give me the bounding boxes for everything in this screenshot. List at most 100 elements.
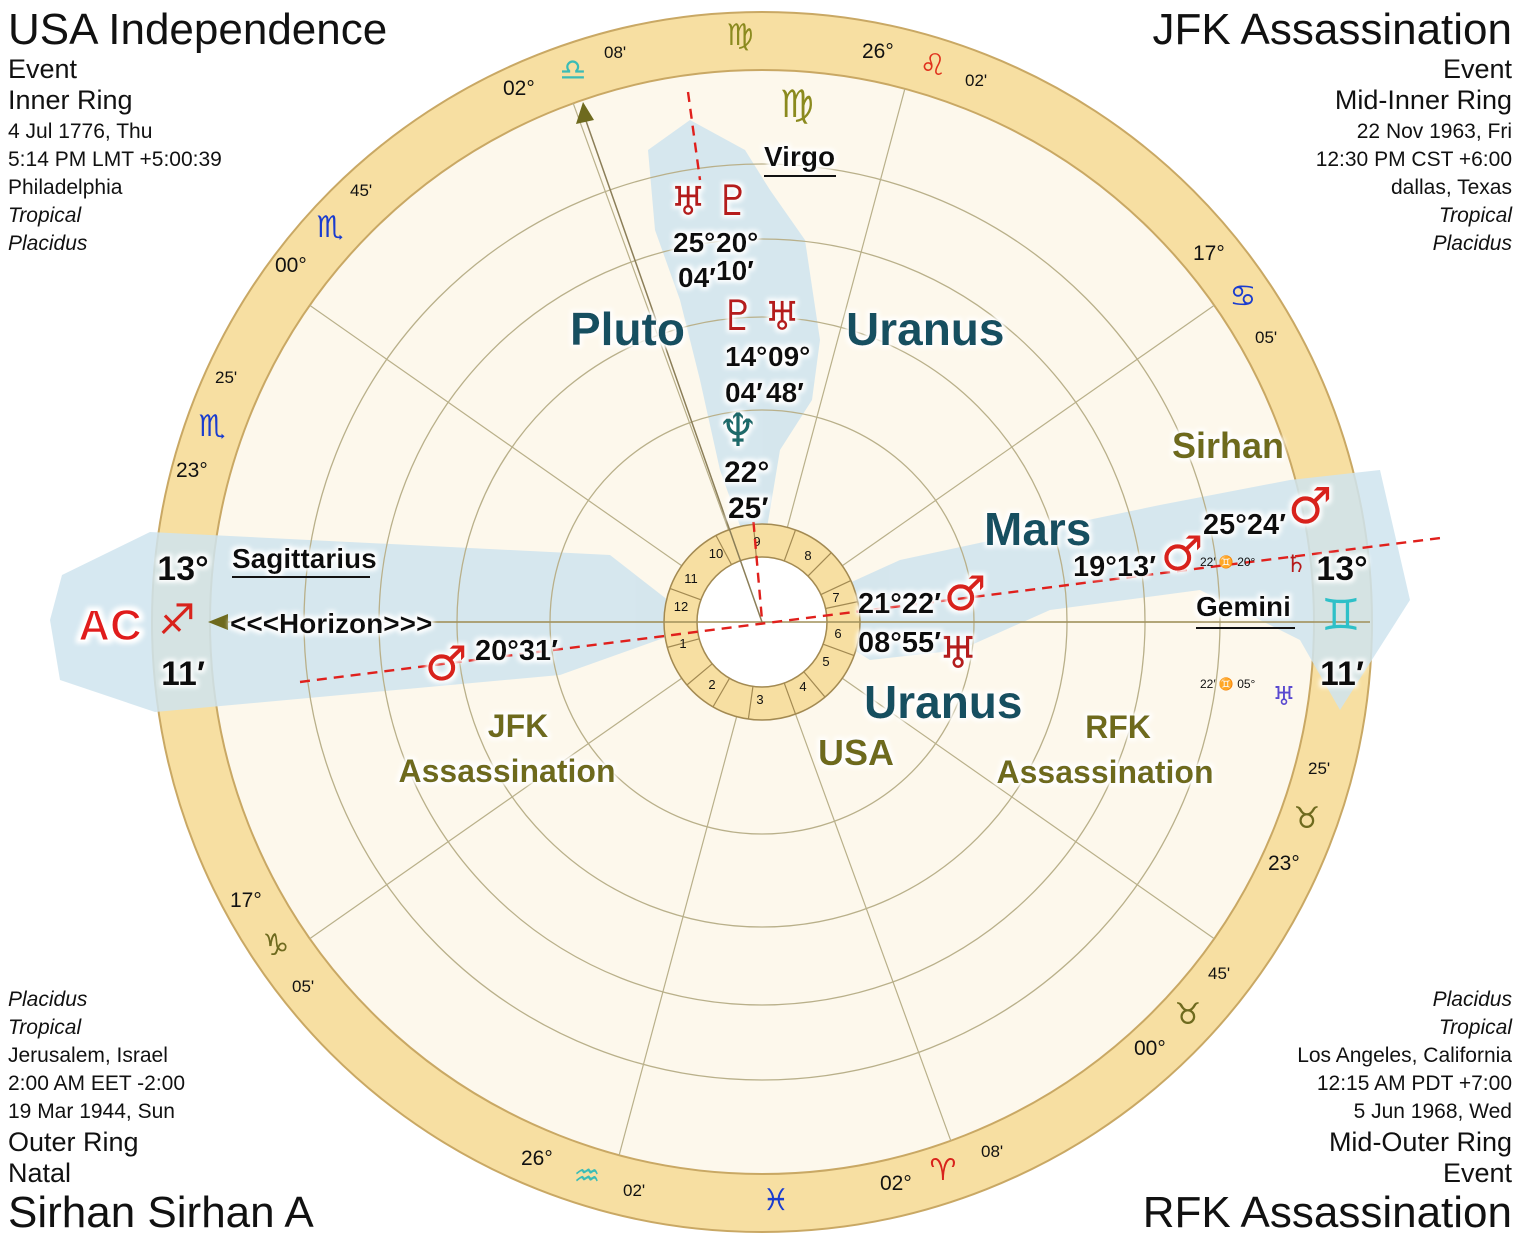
desc-sign-name: Gemini bbox=[1196, 591, 1291, 622]
gemini-icon: ♊ bbox=[1321, 590, 1360, 641]
neptune-glyph-icon: ♆ bbox=[717, 403, 758, 457]
usa-place: Philadelphia bbox=[8, 176, 123, 199]
cap-cusp-min: 05' bbox=[292, 977, 314, 996]
uranus-a-deg: 25° bbox=[673, 227, 715, 258]
pluto-b-deg: 14° bbox=[725, 341, 767, 372]
aqua-cusp-deg: 26° bbox=[521, 1147, 553, 1170]
house-ring-tick bbox=[825, 601, 858, 610]
mars-rfk-icon: ♂ bbox=[1160, 526, 1203, 582]
usa-chart-info: USA Independence Event Inner Ring 4 Jul … bbox=[8, 8, 387, 261]
house-4: 4 bbox=[799, 679, 806, 694]
house-11: 11 bbox=[684, 571, 698, 586]
house-cusp-line bbox=[572, 103, 730, 531]
rfk-ring: Mid-Outer Ring bbox=[1328, 1127, 1512, 1157]
asc-degree: 13° bbox=[157, 550, 208, 588]
scorpio-cusp-deg2: 23° bbox=[176, 459, 208, 482]
planet-glyphs: ♅ ♇ ♇ ♅ ♆ ♂ ♅ ♂ ♂ ♂ ♄ ♅ bbox=[424, 176, 1332, 712]
aries-cusp-min: 08' bbox=[981, 1142, 1003, 1161]
mars-label: Mars bbox=[984, 503, 1091, 555]
usa-label: USA bbox=[818, 732, 894, 773]
saturn-small-pos: 22′ ♊ 20° bbox=[1200, 555, 1256, 569]
uranus-top-label: Uranus bbox=[846, 303, 1004, 355]
house-9: 9 bbox=[753, 534, 760, 549]
jfk-title: JFK Assassination bbox=[1152, 5, 1513, 54]
small-planet-text: 22′ ♊ 20° 22′ ♊ 05° bbox=[1200, 555, 1256, 691]
asc-sign-name: Sagittarius bbox=[232, 543, 377, 574]
desc-degree: 13° bbox=[1316, 550, 1367, 588]
aries-cusp-deg: 02° bbox=[880, 1172, 912, 1195]
house-ring-tick bbox=[803, 671, 826, 698]
aries-icon: ♈ bbox=[930, 1153, 957, 1188]
leo-cusp-deg: 26° bbox=[862, 40, 894, 63]
libra-icon: ♎ bbox=[560, 53, 587, 88]
mars-rfk-pos: 19°13′ bbox=[1073, 551, 1156, 583]
taurus-cusp-min2: 45' bbox=[1208, 964, 1230, 983]
uranus-b-min: 48′ bbox=[766, 377, 804, 408]
pluto-glyph-icon-2: ♇ bbox=[719, 291, 757, 340]
house-1: 1 bbox=[679, 636, 686, 651]
sirhan-chart-info: Placidus Tropical Jerusalem, Israel 2:00… bbox=[8, 982, 314, 1235]
aqua-cusp-min: 02' bbox=[623, 1181, 645, 1200]
rfk-zodiac: Tropical bbox=[1438, 1016, 1512, 1039]
house-ring-tick bbox=[820, 580, 852, 596]
asc-minute: 11′ bbox=[161, 655, 205, 693]
planet-degrees: 25° 04′ 20° 10′ 14° 04′ 09° 48′ 22° 25′ … bbox=[475, 227, 1286, 667]
house-cusp-line bbox=[309, 304, 683, 567]
mars-jfk-icon: ♂ bbox=[424, 636, 467, 692]
saturn-small-icon: ♄ bbox=[1285, 550, 1307, 578]
sirhan-time: 2:00 AM EET -2:00 bbox=[8, 1072, 186, 1095]
usa-zodiac: Tropical bbox=[8, 204, 82, 227]
uranus-b-deg: 09° bbox=[768, 341, 810, 372]
libra-cusp-min: 08' bbox=[604, 43, 626, 62]
uranus-a-min: 04′ bbox=[678, 262, 716, 293]
cancer-cusp-min: 05' bbox=[1255, 328, 1277, 347]
mc-arrow-icon bbox=[576, 102, 594, 124]
sirhan-label: Sirhan bbox=[1172, 425, 1284, 466]
house-8: 8 bbox=[804, 548, 811, 563]
uranus-glyph-icon: ♅ bbox=[670, 179, 706, 225]
big-labels: Pluto Uranus Mars Uranus Sirhan JFK Assa… bbox=[399, 303, 1285, 790]
zodiac-glyphs: ♍ ♎ ♌ ♏ ♏ ♋ ♉ ♑ ♉ ♒ ♓ ♈ ♊ ♐ ♍ bbox=[158, 18, 1361, 1218]
house-cusp-line bbox=[841, 304, 1215, 567]
jfk-ring: Mid-Inner Ring bbox=[1334, 85, 1512, 115]
horizon-label: <<<Horizon>>> bbox=[230, 608, 432, 639]
usa-title: USA Independence bbox=[8, 5, 388, 54]
house-ring-tick bbox=[669, 587, 702, 601]
jfk-place: dallas, Texas bbox=[1390, 176, 1512, 199]
house-ring-tick bbox=[715, 535, 733, 565]
jfk-zodiac: Tropical bbox=[1438, 204, 1512, 227]
jfk-date: 22 Nov 1963, Fri bbox=[1356, 120, 1512, 143]
uranus-usa-icon: ♅ bbox=[938, 628, 977, 679]
uranus-small-icon: ♅ bbox=[1272, 682, 1295, 712]
sirhan-type: Natal bbox=[8, 1158, 72, 1188]
usa-houses: Placidus bbox=[8, 232, 88, 255]
pisces-icon: ♓ bbox=[763, 1183, 790, 1218]
neptune-deg: 22° bbox=[724, 456, 769, 489]
sagittarius-icon: ♐ bbox=[158, 595, 196, 644]
house-ring-tick bbox=[783, 529, 797, 562]
house-ring-tick bbox=[783, 682, 797, 715]
sirhan-title: Sirhan Sirhan A bbox=[8, 1188, 314, 1237]
pluto-a-min: 10′ bbox=[716, 255, 754, 286]
house-ring-tick bbox=[686, 663, 713, 686]
jfk-chart-info: JFK Assassination Event Mid-Inner Ring 2… bbox=[1153, 8, 1513, 261]
leo-icon: ♌ bbox=[920, 48, 947, 83]
scorpio-icon-2: ♏ bbox=[199, 409, 226, 444]
dashed-lines bbox=[299, 91, 1441, 684]
taurus-icon-2: ♉ bbox=[1175, 997, 1202, 1032]
usa-type: Event bbox=[8, 54, 78, 84]
mars-jfk-pos: 20°31′ bbox=[475, 635, 558, 667]
taurus-icon: ♉ bbox=[1294, 801, 1321, 836]
house-2: 2 bbox=[708, 677, 715, 692]
house-cusp-line bbox=[786, 88, 906, 528]
rfk-label-1: RFK bbox=[1085, 709, 1151, 745]
cancer-icon: ♋ bbox=[1230, 279, 1257, 314]
house-ring-ticks bbox=[667, 524, 858, 720]
rfk-place: Los Angeles, California bbox=[1297, 1044, 1512, 1067]
libra-cusp-deg: 02° bbox=[503, 77, 535, 100]
house-cusp-line bbox=[794, 713, 952, 1141]
house-ring-tick bbox=[712, 677, 731, 708]
house-cusp-line bbox=[841, 677, 1215, 940]
mars-usa-pos: 21°22′ bbox=[858, 588, 941, 620]
